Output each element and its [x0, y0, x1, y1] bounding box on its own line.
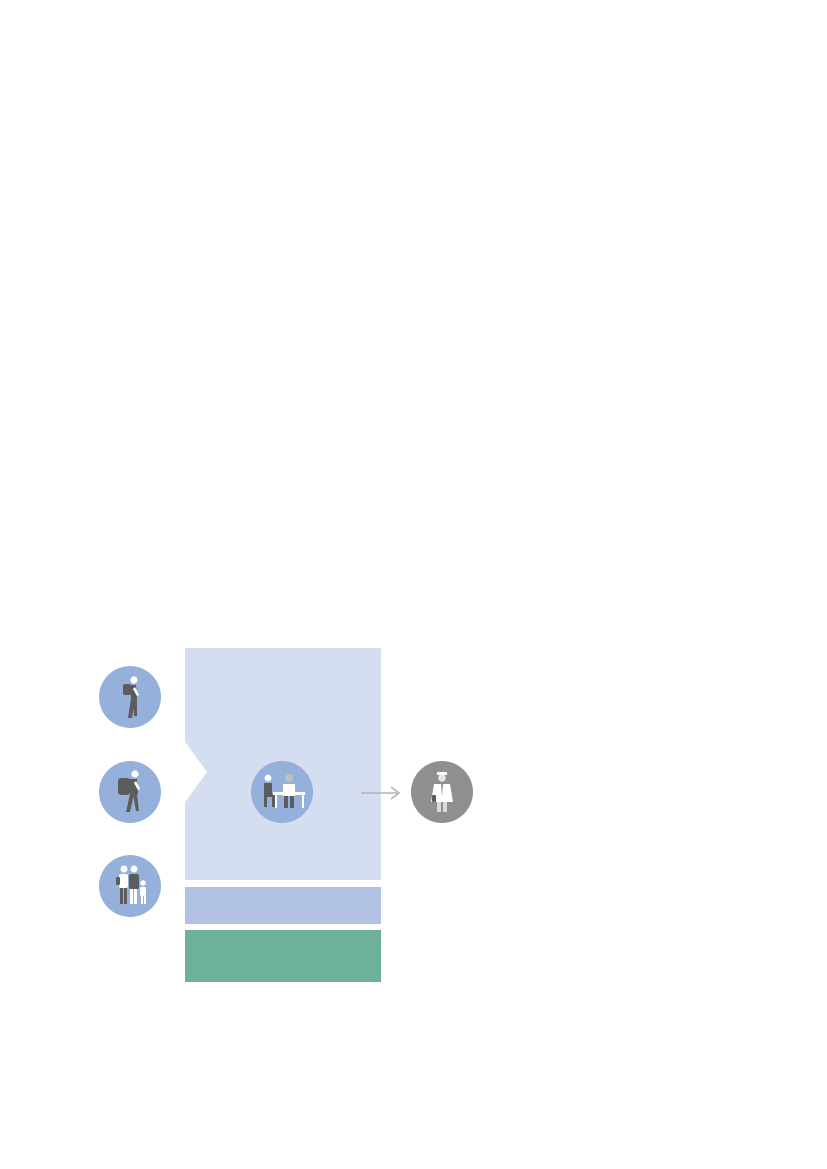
arrow-right-icon — [361, 786, 401, 800]
family-group-icon — [99, 855, 161, 917]
traveler-with-backpack-icon — [99, 761, 161, 823]
doctor-icon — [411, 761, 473, 823]
bottom-band — [185, 930, 381, 982]
mid-band — [185, 887, 381, 924]
consultation-desk-icon — [251, 761, 313, 823]
hiker-icon — [99, 666, 161, 728]
